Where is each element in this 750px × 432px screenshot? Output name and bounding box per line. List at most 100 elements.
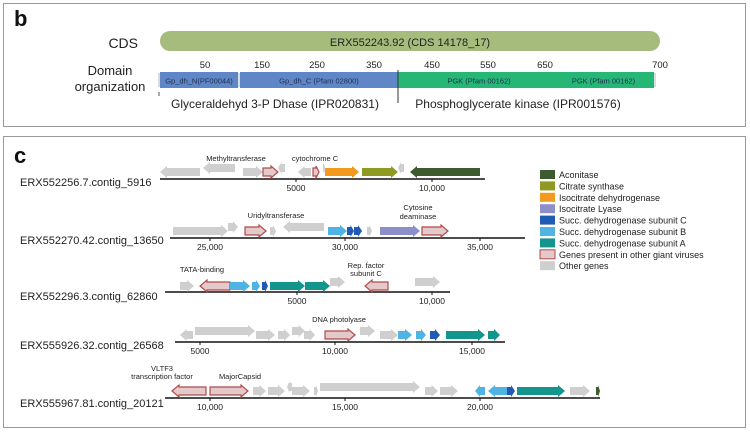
gene-arrow	[270, 280, 305, 292]
gene-arrow	[380, 329, 398, 341]
gene-arrow	[262, 280, 268, 292]
gene-arrow	[304, 329, 315, 341]
gene-annotation: TATA-binding	[180, 265, 224, 274]
gene-arrow	[367, 225, 372, 237]
domain-block	[160, 72, 238, 88]
gene-arrow	[305, 280, 330, 292]
gene-arrow	[398, 329, 412, 341]
legend-swatch	[540, 261, 555, 271]
gene-arrow	[243, 166, 263, 178]
gene-arrow	[330, 276, 345, 288]
gene-arrow	[416, 329, 426, 341]
gene-arrow	[171, 383, 207, 399]
axis-tick-label: 350	[366, 60, 382, 71]
contig-tick-label: 35,000	[467, 242, 493, 252]
legend-swatch	[540, 181, 555, 191]
domain-label-line2: organization	[75, 79, 146, 94]
gene-arrow	[312, 165, 320, 179]
group-label: Glyceraldehyd 3-P Dhase (IPR020831)	[171, 97, 379, 111]
gene-arrow	[262, 164, 279, 180]
axis-tick-label: 50	[200, 60, 211, 71]
gene-annotation: deaminase	[400, 212, 437, 221]
axis-tick-label: 650	[537, 60, 553, 71]
gene-arrow	[256, 329, 275, 341]
gene-annotation: Uridyltransferase	[248, 211, 305, 220]
gene-arrow	[199, 278, 231, 294]
gene-arrow	[325, 166, 359, 178]
gene-arrow	[425, 385, 438, 397]
legend-label: Succ. dehydrogenase subunit A	[559, 238, 686, 248]
gene-arrow	[360, 325, 375, 337]
gene-arrow	[354, 225, 362, 237]
domain-label-line1: Domain	[88, 63, 133, 78]
gene-arrow	[320, 381, 420, 393]
gene-arrow	[314, 385, 318, 397]
legend-swatch	[540, 215, 555, 225]
gene-arrow	[364, 278, 389, 294]
contig-tick-label: 15,000	[332, 402, 358, 412]
gene-annotation: Rep. factor	[348, 261, 385, 270]
gene-arrow	[298, 166, 311, 178]
gene-arrow	[292, 325, 305, 337]
contig-label: ERX555926.32.contig_26568	[20, 340, 164, 352]
contig-label: ERX552270.42.contig_13650	[20, 235, 164, 247]
gene-arrow	[488, 329, 500, 341]
gene-arrow	[180, 329, 193, 341]
gene-annotation: Methyltransferase	[206, 154, 266, 163]
legend-label: Other genes	[559, 261, 609, 271]
gene-arrow	[488, 385, 507, 397]
gene-arrow	[287, 381, 292, 393]
cds-label: CDS	[108, 35, 138, 51]
gene-arrow	[421, 223, 449, 239]
gene-arrow	[398, 162, 404, 174]
contig-label: ERX552256.7.contig_5916	[20, 177, 152, 189]
gene-arrow	[430, 329, 440, 341]
gene-annotation: transcription factor	[131, 372, 193, 381]
legend-label: Isocitrate Lyase	[559, 204, 622, 214]
gene-arrow	[415, 276, 440, 288]
gene-arrow	[347, 225, 354, 237]
cds-name: ERX552243.92 (CDS 14178_17)	[330, 37, 490, 49]
legend-label: Citrate synthase	[559, 181, 624, 191]
gene-arrow	[380, 225, 420, 237]
gene-arrow	[283, 221, 324, 233]
axis-tick-label: 250	[309, 60, 325, 71]
legend-swatch	[540, 204, 555, 214]
gene-annotation: DNA photolyase	[312, 315, 366, 324]
legend-swatch	[540, 238, 555, 248]
legend-label: Succ. dehydrogenase subunit B	[559, 227, 686, 237]
panel-b-label: b	[14, 6, 28, 31]
gene-arrow	[324, 327, 356, 343]
legend-label: Aconitase	[559, 170, 599, 180]
gene-arrow	[230, 280, 250, 292]
gene-arrow	[278, 329, 290, 341]
gene-arrow	[292, 385, 310, 397]
gene-arrow	[180, 280, 194, 292]
domain-block	[553, 72, 654, 88]
contig-label: ERX552296.3.contig_62860	[20, 291, 158, 303]
legend-swatch	[540, 170, 555, 179]
contig-tick-label: 25,000	[197, 242, 223, 252]
gene-annotation: Cytosine	[403, 203, 432, 212]
gene-arrow	[410, 166, 480, 178]
legend-swatch	[539, 249, 556, 260]
domain-block	[398, 72, 560, 88]
gene-arrow	[323, 162, 325, 174]
gene-arrow	[270, 225, 276, 237]
axis-tick-label: 550	[480, 60, 496, 71]
contig-tick-label: 10,000	[197, 402, 223, 412]
contig-tick-label: 10,000	[419, 296, 445, 306]
cds-bar	[160, 31, 660, 51]
contig-tick-label: 20,000	[467, 402, 493, 412]
gene-arrow	[228, 221, 238, 233]
gene-arrow	[203, 162, 235, 174]
legend-label: Genes present in other giant viruses	[559, 250, 704, 260]
contig-tick-label: 10,000	[322, 346, 348, 356]
axis-tick-label: 150	[254, 60, 270, 71]
gene-arrow	[507, 385, 515, 397]
gene-annotation: cytochrome C	[292, 154, 339, 163]
legend-swatch	[540, 227, 555, 236]
gene-annotation: VLTF3	[151, 364, 173, 373]
gene-arrow	[160, 166, 200, 178]
